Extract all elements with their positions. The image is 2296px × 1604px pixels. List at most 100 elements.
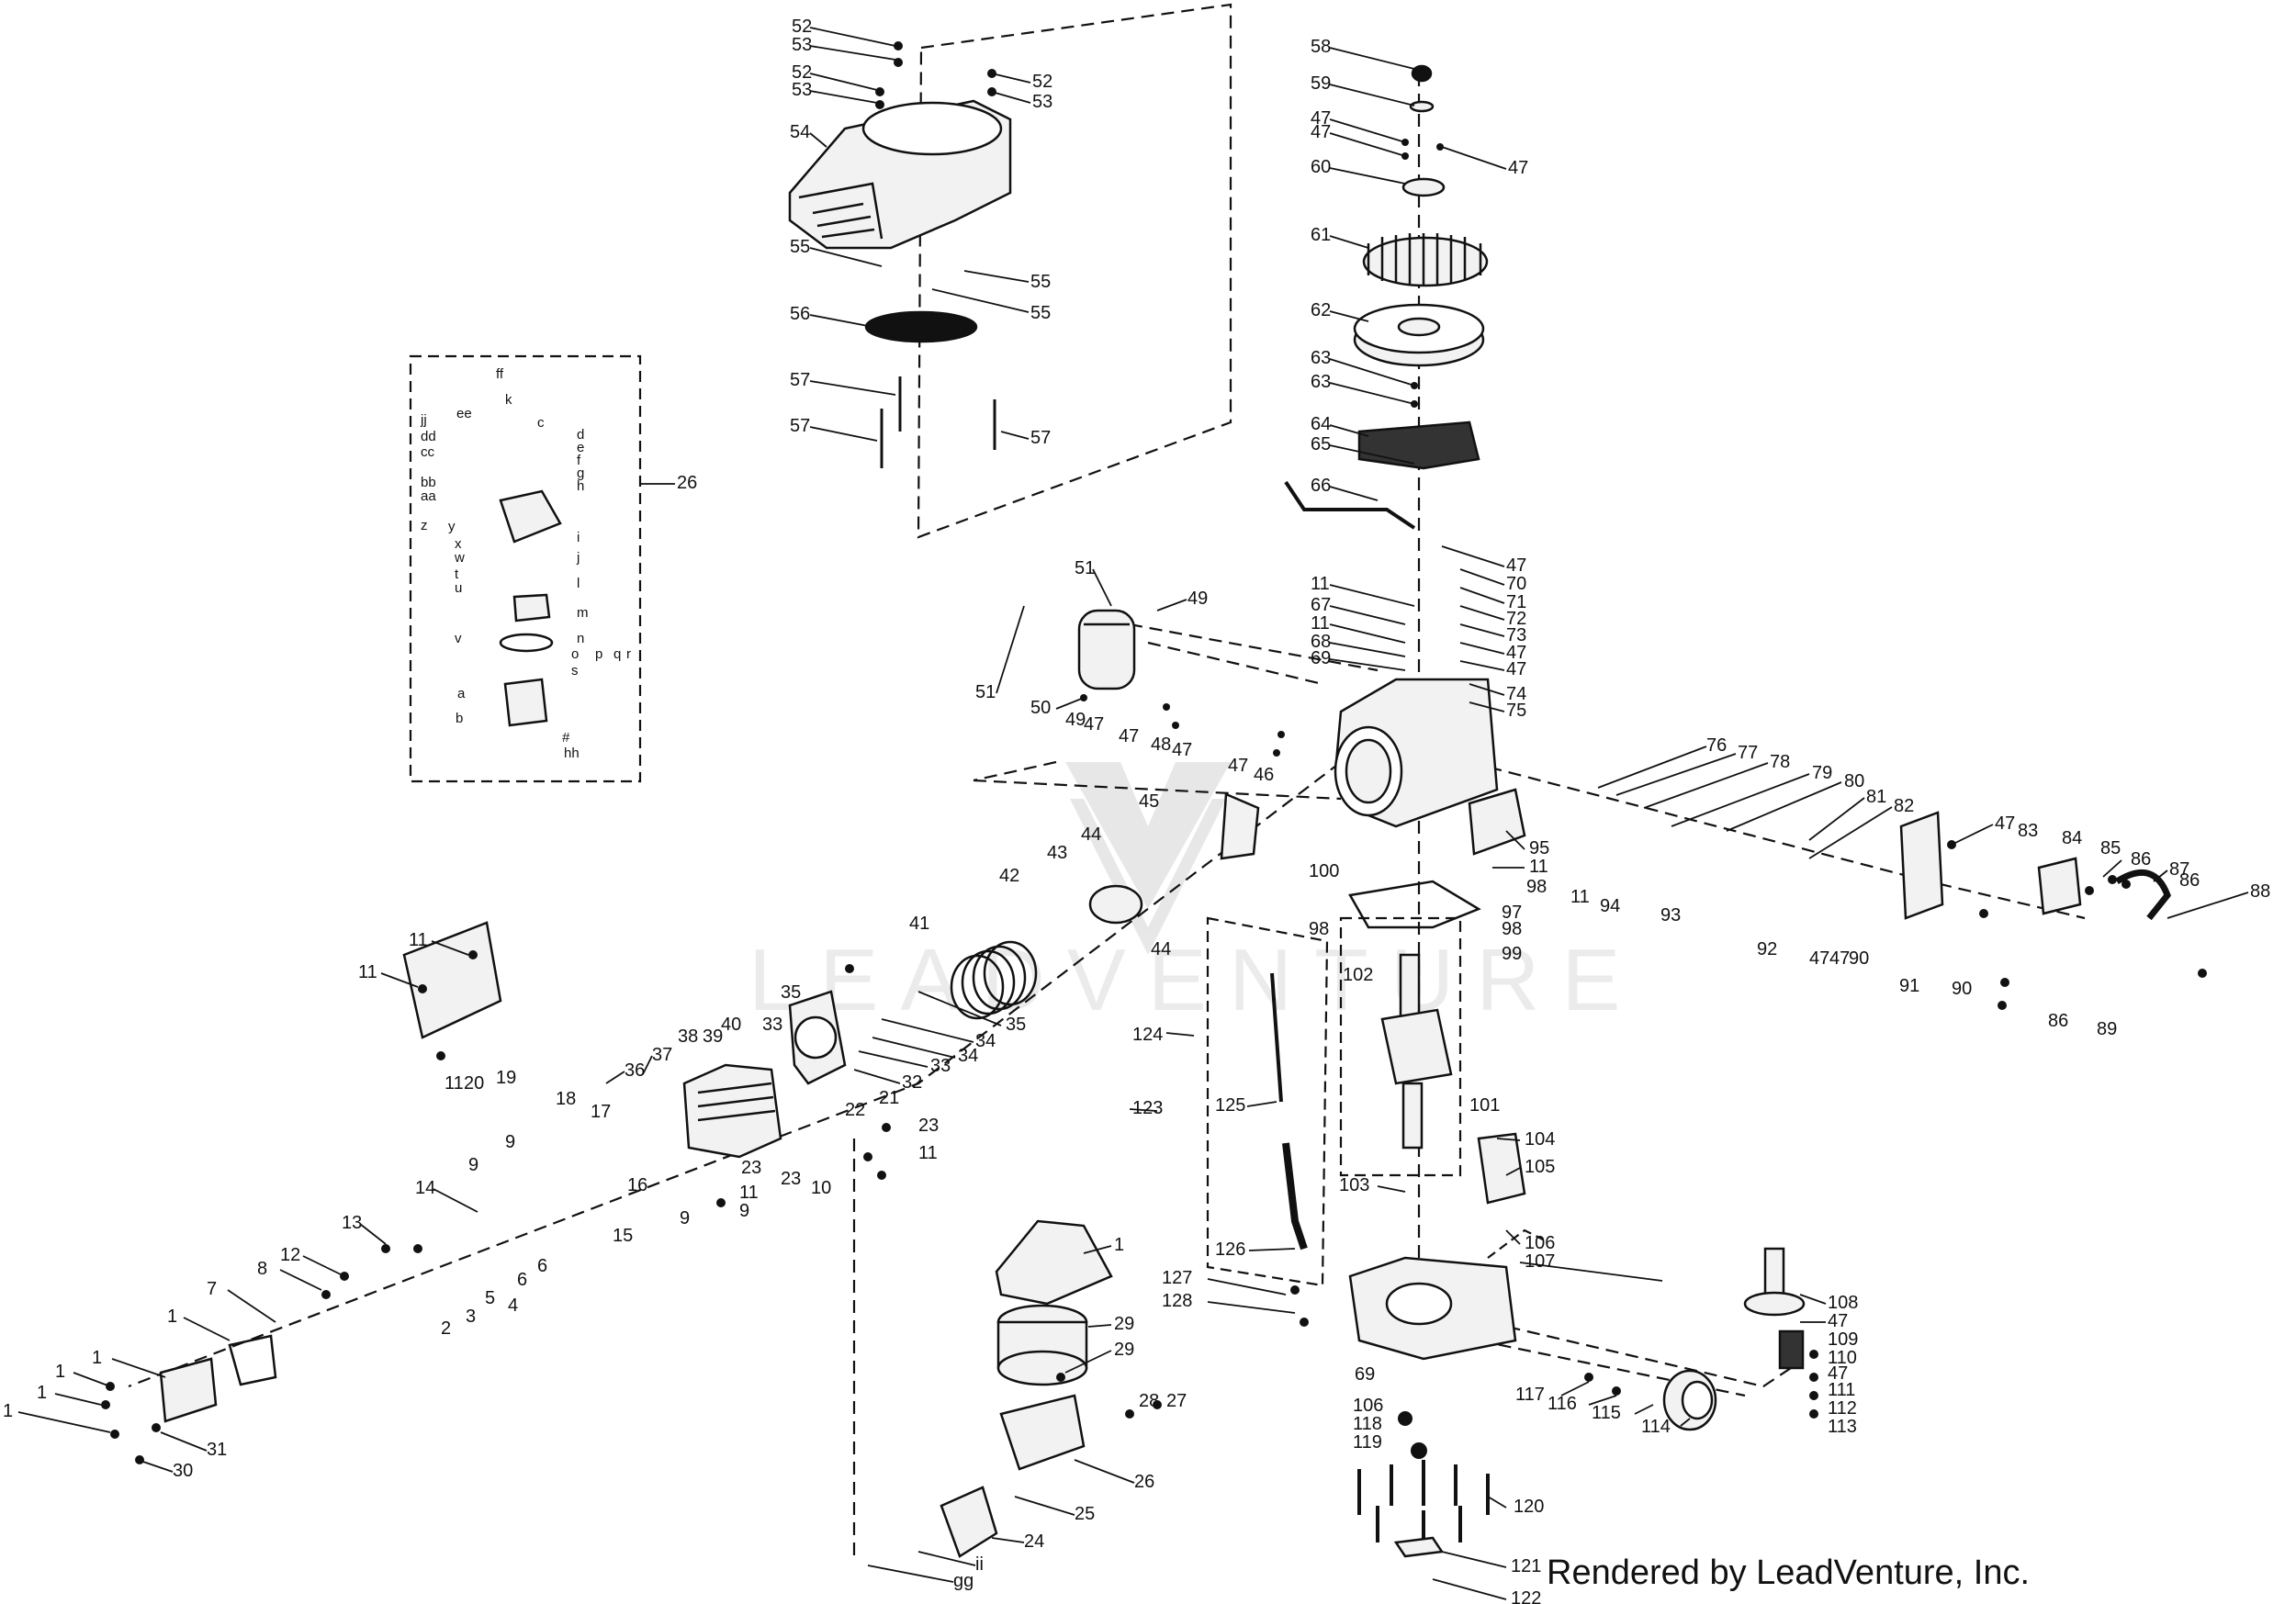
callout-label: 39 [703,1026,723,1047]
callout-label: 3 [466,1307,476,1327]
callout-label: 23 [781,1169,801,1189]
callout-label: 55 [790,237,810,257]
part-114 [1662,1369,1717,1431]
callout-label: 21 [879,1088,899,1108]
callout-label: 116 [1548,1394,1577,1414]
callout-label: 1 [37,1383,47,1403]
callout-label: ee [456,406,472,421]
callout-label: 48 [1151,735,1171,755]
callout-label: 8 [257,1259,267,1279]
callout-label: 47 [1829,948,1850,969]
callout-label: 38 [678,1026,698,1047]
callout-label: 83 [2018,821,2038,841]
valve-cover [402,921,502,1039]
callout-label: 67 [1311,595,1331,615]
callout-label: 86 [2048,1011,2068,1031]
callout-label: f [577,453,581,468]
callout-label: 11 [1311,613,1330,634]
callout-label: 41 [909,914,929,934]
callout-label: 64 [1311,414,1331,434]
dipstick [1270,972,1283,1103]
callout-label: ii [975,1554,984,1575]
callout-label: 76 [1706,735,1727,756]
callout-label: 125 [1215,1095,1245,1116]
blower-housing [788,99,1012,250]
callout-label: 57 [790,370,810,390]
callout-label: y [448,519,456,534]
callout-label: 35 [781,982,801,1003]
callout-label: 56 [790,304,810,324]
callout-label: 47 [1084,714,1104,735]
callout-label: w [454,550,465,566]
callout-label: 44 [1151,939,1171,959]
callout-label: 77 [1738,743,1758,763]
callout-label: 37 [652,1045,672,1065]
callout-label: 29 [1114,1314,1134,1334]
callout-label: 94 [1600,896,1620,916]
callout-label: 9 [680,1208,690,1228]
callout-label: 11 [1570,887,1590,907]
callout-label: 18 [556,1089,576,1109]
oil-sump [1348,1256,1517,1361]
callout-label: d [577,427,584,443]
flywheel [1353,303,1485,367]
callout-label: 47 [1828,1363,1848,1384]
callout-label: 47 [1119,726,1139,746]
callout-label: 23 [741,1158,761,1178]
callout-label: 47 [1311,108,1331,129]
callout-label: 65 [1311,434,1331,454]
washer-60 [1401,177,1446,197]
callout-label: 47 [1228,756,1248,776]
callout-label: c [537,415,545,431]
callout-label: 84 [2062,828,2082,848]
callout-label: g [577,465,584,481]
callout-label: 93 [1660,905,1681,925]
callout-label: 126 [1215,1239,1245,1260]
spark-plug-wire [1284,480,1416,530]
part-108 [1743,1247,1806,1370]
washer-59 [1409,100,1435,113]
callout-label: u [455,580,462,596]
callout-label: 82 [1894,796,1914,816]
callout-label: 70 [1506,574,1526,594]
callout-label: 30 [173,1461,193,1481]
part-87 [2115,869,2171,921]
callout-label: 6 [537,1256,547,1276]
callout-label: 124 [1132,1025,1163,1045]
callout-label: 128 [1162,1291,1192,1311]
callout-label: 90 [1849,948,1869,969]
callout-label: 49 [1187,589,1208,609]
callout-label: 19 [496,1068,516,1088]
callout-label: 73 [1506,625,1526,645]
callout-label: o [571,646,579,662]
callout-label: z [421,518,428,533]
callout-label: 118 [1353,1414,1382,1434]
part-95 [1468,788,1526,856]
callout-label: 50 [1030,698,1051,718]
callout-label: 127 [1162,1268,1192,1288]
callout-label: 92 [1757,939,1777,959]
credit-text: Rendered by LeadVenture, Inc. [1547,1554,2031,1592]
callout-label: 104 [1525,1129,1555,1150]
carburetor [940,1486,998,1558]
callout-label: 17 [591,1102,611,1122]
callout-label: 123 [1132,1098,1163,1118]
callout-label: 11 [739,1183,759,1203]
fan [1362,233,1489,287]
callout-label: 52 [792,62,812,83]
filter-element [996,1304,1088,1386]
callout-label: 53 [792,35,812,55]
callout-label: 52 [792,17,812,37]
callout-label: 98 [1309,919,1329,939]
callout-label: 20 [464,1073,484,1094]
callout-label: 47 [1828,1311,1848,1331]
callout-label: 120 [1514,1497,1544,1517]
callout-label: p [595,646,602,662]
callout-label: 26 [1134,1472,1154,1492]
callout-label: 12 [280,1245,300,1265]
callout-label: 121 [1511,1556,1541,1576]
callout-label: 106 [1525,1233,1555,1253]
callout-label: 106 [1353,1396,1383,1416]
callout-label: 47 [1311,122,1331,142]
carb-assembly [499,489,562,727]
